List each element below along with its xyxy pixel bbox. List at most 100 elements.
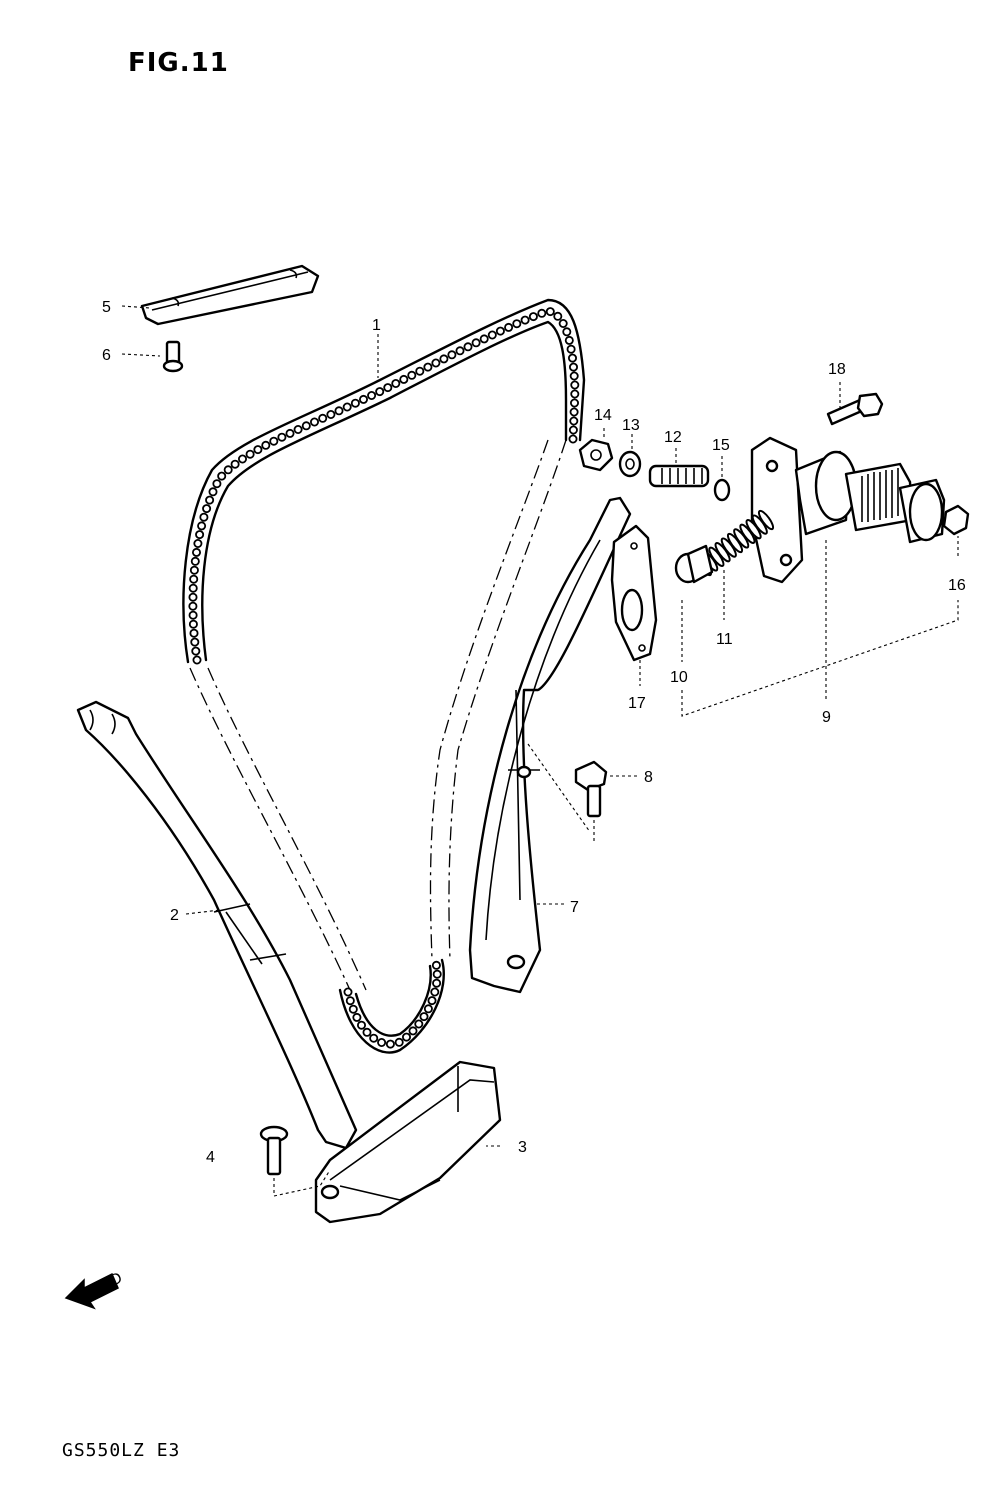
chain-link bbox=[414, 1019, 424, 1029]
part-1-cam-chain bbox=[182, 298, 586, 1054]
chain-link bbox=[342, 402, 352, 412]
chain-link bbox=[419, 1012, 429, 1022]
part-10-push-rod bbox=[674, 544, 714, 584]
chain-link bbox=[570, 380, 580, 390]
chain-link bbox=[245, 449, 255, 459]
chain-link bbox=[189, 628, 199, 638]
part-17-gasket bbox=[610, 524, 658, 662]
chain-link bbox=[358, 394, 368, 404]
callout-18: 18 bbox=[828, 361, 846, 378]
chain-link bbox=[205, 495, 215, 505]
chain-link bbox=[202, 504, 212, 514]
chain-link bbox=[383, 383, 393, 393]
chain-link bbox=[285, 428, 295, 438]
chain-link bbox=[564, 335, 574, 345]
chain-link bbox=[401, 1032, 411, 1042]
callout-17: 17 bbox=[628, 695, 646, 712]
callout-7: 7 bbox=[570, 899, 579, 916]
chain-link bbox=[408, 1026, 418, 1036]
chain-link bbox=[318, 413, 328, 423]
chain-link bbox=[217, 471, 227, 481]
chain-link bbox=[447, 350, 457, 360]
chain-link bbox=[190, 556, 200, 566]
chain-link bbox=[545, 307, 555, 317]
chain-link bbox=[568, 425, 578, 435]
leader-lines bbox=[121, 305, 959, 1147]
chain-link bbox=[189, 574, 199, 584]
chain-link bbox=[375, 387, 385, 397]
chain-link bbox=[348, 1004, 358, 1014]
chain-link bbox=[423, 362, 433, 372]
chain-link bbox=[212, 479, 222, 489]
chain-link bbox=[463, 342, 473, 352]
chain-link bbox=[356, 1020, 366, 1030]
chain-link bbox=[197, 521, 207, 531]
part-2-front-guide bbox=[76, 700, 358, 1150]
callout-16: 16 bbox=[948, 577, 966, 594]
chain-link bbox=[394, 1037, 404, 1047]
chain-link bbox=[188, 592, 198, 602]
callout-14: 14 bbox=[594, 407, 612, 424]
chain-link bbox=[352, 1012, 362, 1022]
chain-link bbox=[423, 1004, 433, 1014]
chain-link bbox=[208, 487, 218, 497]
chain-link bbox=[553, 311, 563, 321]
chain-link bbox=[570, 389, 580, 399]
chain-link bbox=[512, 319, 522, 329]
chain-link bbox=[362, 1027, 372, 1037]
chain-link bbox=[430, 987, 440, 997]
part-13-washer bbox=[618, 450, 642, 478]
part-9-tensioner-body bbox=[750, 436, 946, 584]
part-6-bolt bbox=[162, 340, 184, 373]
chain-link bbox=[188, 583, 198, 593]
callout-15: 15 bbox=[712, 437, 730, 454]
chain-link bbox=[191, 646, 201, 656]
chain-link bbox=[326, 409, 336, 419]
part-15-oring bbox=[713, 478, 731, 502]
callout-9: 9 bbox=[822, 709, 831, 726]
chain-link bbox=[558, 318, 568, 328]
callout-8: 8 bbox=[644, 769, 653, 786]
chain-link bbox=[569, 362, 579, 372]
chain-link bbox=[230, 459, 240, 469]
callout-13: 13 bbox=[622, 417, 640, 434]
chain-link bbox=[520, 315, 530, 325]
chain-link bbox=[431, 960, 441, 970]
chain-link bbox=[569, 371, 579, 381]
part-16-nut bbox=[942, 504, 970, 536]
part-7-rear-guide bbox=[468, 496, 632, 994]
chain-link bbox=[479, 334, 489, 344]
chain-link bbox=[277, 432, 287, 442]
chain-link bbox=[369, 1033, 379, 1043]
chain-link bbox=[407, 370, 417, 380]
callout-4: 4 bbox=[206, 1149, 215, 1166]
chain-link bbox=[569, 416, 579, 426]
chain-link bbox=[495, 326, 505, 336]
chain-link bbox=[188, 601, 198, 611]
chain-link bbox=[191, 547, 201, 557]
chain-link bbox=[309, 417, 319, 427]
callout-12: 12 bbox=[664, 429, 682, 446]
callout-labels: 1 2 3 4 5 6 7 8 9 10 11 12 13 14 15 16 1… bbox=[102, 299, 966, 1166]
callout-1: 1 bbox=[372, 317, 381, 334]
chain-link bbox=[385, 1039, 395, 1049]
fwd-label: FWD bbox=[85, 1269, 125, 1300]
chain-link bbox=[562, 327, 572, 337]
part-8-bolt bbox=[527, 743, 608, 842]
chain-link bbox=[253, 445, 263, 455]
chain-link bbox=[237, 454, 247, 464]
spring-coil bbox=[757, 509, 775, 531]
chain-link bbox=[391, 378, 401, 388]
part-14-nut bbox=[578, 438, 614, 472]
chain-link bbox=[195, 530, 205, 540]
callout-10: 10 bbox=[670, 669, 688, 686]
chain-link bbox=[431, 358, 441, 368]
chain-link bbox=[343, 987, 353, 997]
chain-link bbox=[223, 465, 233, 475]
chain-link bbox=[192, 655, 202, 665]
chain-link bbox=[432, 978, 442, 988]
chain-link bbox=[269, 436, 279, 446]
chain-link bbox=[432, 969, 442, 979]
chain-link bbox=[350, 398, 360, 408]
